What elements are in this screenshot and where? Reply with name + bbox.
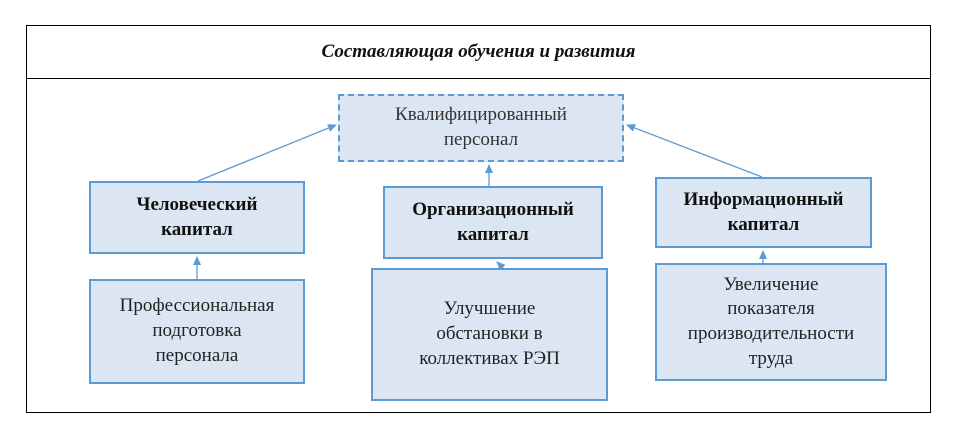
professional-training-node: Профессиональная подготовка персонала xyxy=(89,279,305,384)
organizational-capital-node: Организационный капитал xyxy=(383,186,603,259)
productivity-increase-node: Увеличение показателя производительности… xyxy=(655,263,887,381)
human-capital-node: Человеческий капитал xyxy=(89,181,305,254)
team-environment-label: Улучшение обстановки в коллективах РЭП xyxy=(419,298,560,369)
qualified-personnel-node: Квалифицированный персонал xyxy=(338,94,624,162)
qualified-personnel-label: Квалифицированный персонал xyxy=(395,104,567,150)
productivity-increase-label: Увеличение показателя производительности… xyxy=(687,273,855,369)
team-environment-node: Улучшение обстановки в коллективах РЭП xyxy=(371,268,608,401)
organizational-capital-label: Организационный капитал xyxy=(412,198,574,245)
information-capital-label: Информационный капитал xyxy=(683,188,844,235)
diagram-frame: Составляющая обучения и развития xyxy=(26,25,931,413)
information-capital-node: Информационный капитал xyxy=(655,177,872,248)
human-capital-label: Человеческий капитал xyxy=(136,193,258,240)
professional-training-label: Профессиональная подготовка персонала xyxy=(119,295,275,366)
diagram-title: Составляющая обучения и развития xyxy=(27,26,930,79)
diagram-title-text: Составляющая обучения и развития xyxy=(321,41,636,62)
